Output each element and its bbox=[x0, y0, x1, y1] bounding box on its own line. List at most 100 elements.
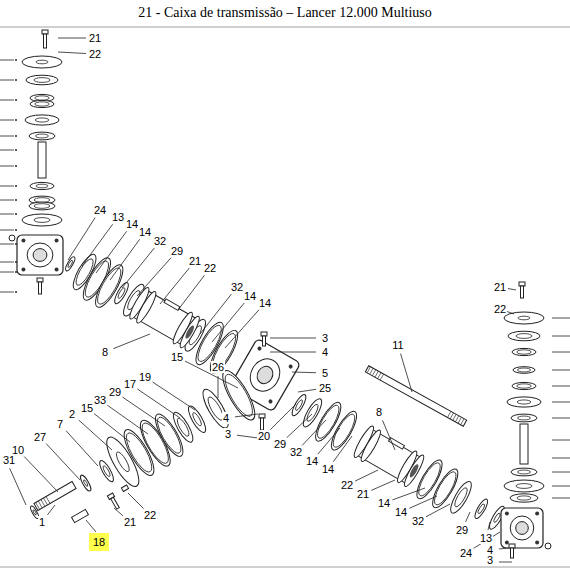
leader-line bbox=[96, 231, 127, 273]
leader-line bbox=[200, 294, 231, 334]
leader-line bbox=[0, 166, 14, 167]
callout-number: 14 bbox=[394, 506, 408, 518]
callout-number: 17 bbox=[123, 378, 137, 390]
leader-line bbox=[0, 60, 14, 61]
leader-line bbox=[0, 186, 14, 187]
callout-number: 4 bbox=[222, 412, 230, 424]
stack-part bbox=[26, 75, 58, 85]
stack-part bbox=[511, 468, 537, 476]
leader-line bbox=[371, 480, 395, 490]
bolt-part bbox=[519, 282, 525, 298]
callout-number: 21 bbox=[493, 281, 507, 293]
highlight-callout: 18 bbox=[89, 533, 109, 551]
callout-number: 14 bbox=[138, 226, 152, 238]
stack-part bbox=[504, 312, 544, 324]
leader-line bbox=[552, 486, 570, 487]
leader-line bbox=[10, 468, 26, 505]
stack-part bbox=[511, 414, 537, 422]
callout-number: 3 bbox=[486, 554, 494, 566]
shaft-part bbox=[520, 424, 528, 464]
stack-part bbox=[507, 397, 541, 407]
bolt-part bbox=[259, 414, 265, 430]
callout-number: 8 bbox=[375, 406, 383, 418]
callout-number: 8 bbox=[101, 346, 109, 358]
leader-line bbox=[94, 414, 130, 442]
leader-line bbox=[270, 338, 316, 339]
stack-part bbox=[510, 494, 538, 502]
callout-number: 22 bbox=[143, 509, 157, 521]
tube-part bbox=[351, 424, 426, 488]
rule-line bbox=[0, 27, 570, 28]
tube-part bbox=[127, 286, 202, 350]
leader-line bbox=[355, 470, 378, 481]
leader-line bbox=[552, 386, 570, 387]
callout-number: 21 bbox=[123, 516, 137, 528]
leader-line bbox=[270, 404, 296, 430]
stack-part bbox=[25, 115, 59, 125]
leader-line bbox=[160, 268, 189, 304]
leader-line bbox=[507, 312, 514, 315]
leader-line bbox=[499, 562, 512, 563]
leader-line bbox=[392, 488, 425, 500]
leader-line bbox=[302, 420, 326, 445]
leader-line bbox=[137, 389, 180, 418]
stack-part bbox=[22, 56, 62, 68]
leader-line bbox=[137, 258, 171, 296]
callout-number: 21 bbox=[356, 488, 370, 500]
leader-line bbox=[218, 376, 219, 398]
leader-line bbox=[0, 200, 14, 201]
leader-line bbox=[113, 334, 150, 349]
callout-number: 21 bbox=[88, 32, 102, 44]
leader-line bbox=[552, 418, 570, 419]
callout-number: 22 bbox=[88, 48, 102, 60]
leader-line bbox=[426, 504, 450, 517]
ring-part bbox=[290, 393, 309, 418]
leader-line bbox=[508, 289, 516, 291]
leader-line bbox=[153, 382, 195, 410]
shaft-part bbox=[365, 366, 466, 426]
ring-part bbox=[79, 474, 93, 492]
leader-line bbox=[82, 224, 113, 266]
ring-part bbox=[101, 433, 145, 490]
leader-line bbox=[0, 80, 14, 81]
leader-line bbox=[114, 508, 123, 516]
callout-number: 27 bbox=[33, 431, 47, 443]
callout-number: 5 bbox=[321, 367, 329, 379]
callout-number: 29 bbox=[273, 438, 287, 450]
callout-number: 24 bbox=[93, 204, 107, 216]
leader-line bbox=[552, 402, 570, 403]
ring-part bbox=[64, 256, 76, 272]
stack-part bbox=[30, 100, 54, 107]
callout-number: 7 bbox=[56, 418, 64, 430]
leader-line bbox=[552, 336, 570, 337]
leader-line bbox=[225, 310, 259, 348]
shaft-part bbox=[38, 142, 46, 178]
leader-line bbox=[333, 436, 352, 462]
leader-line bbox=[24, 457, 58, 492]
leader-line bbox=[47, 505, 55, 515]
ring-part bbox=[217, 367, 261, 424]
leader-line bbox=[110, 239, 140, 280]
leader-line bbox=[107, 405, 148, 434]
leader-line bbox=[552, 458, 570, 459]
leader-line bbox=[552, 352, 570, 353]
callout-number: 14 bbox=[321, 463, 335, 475]
callout-number: 22 bbox=[203, 262, 217, 274]
bolt-part bbox=[37, 278, 43, 294]
leader-line bbox=[0, 214, 14, 215]
leader-line bbox=[552, 472, 570, 473]
leader-line bbox=[0, 136, 14, 137]
shaft-part bbox=[34, 482, 76, 511]
leader-line bbox=[552, 440, 570, 441]
ring-part bbox=[473, 498, 490, 521]
stack-part bbox=[508, 331, 540, 341]
leader-line bbox=[0, 150, 14, 151]
callout-number: 32 bbox=[289, 446, 303, 458]
stack-part bbox=[22, 214, 62, 226]
leader-line bbox=[401, 354, 412, 392]
callout-number: 15 bbox=[170, 351, 184, 363]
leader-line bbox=[122, 397, 165, 426]
leader-line bbox=[185, 361, 238, 388]
